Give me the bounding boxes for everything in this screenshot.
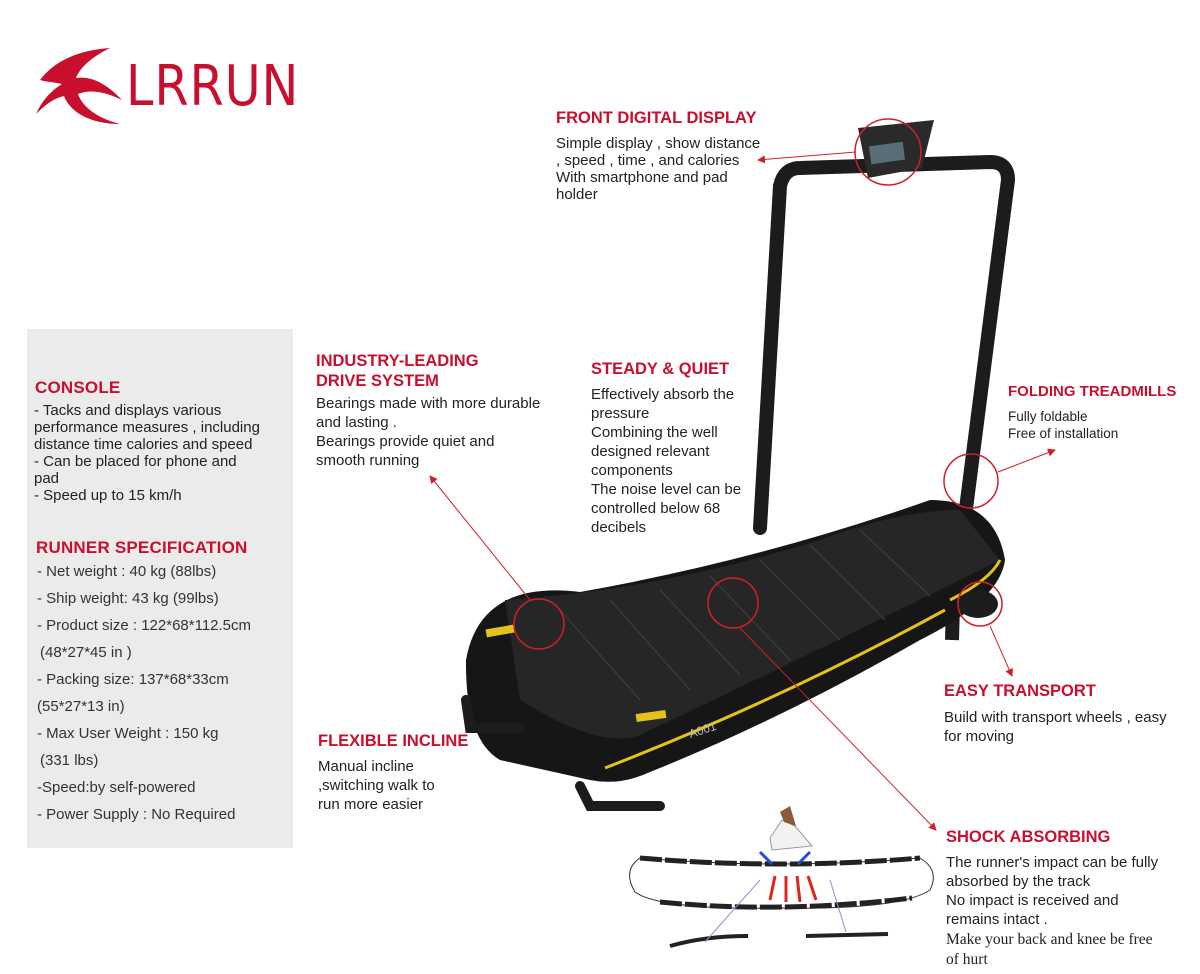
heading-line: INDUSTRY-LEADING [316, 352, 479, 370]
shock-absorbing-heading: SHOCK ABSORBING [946, 828, 1111, 846]
console-line: - Speed up to 15 km/h [34, 487, 182, 504]
feature-line: absorbed by the track [946, 873, 1091, 890]
feature-line: Fully foldable [1008, 409, 1088, 424]
front-display-feature: FRONT DIGITAL DISPLAY Simple display , s… [556, 108, 760, 203]
feature-line: smooth running [316, 452, 420, 469]
shock-track-diagram [629, 806, 934, 948]
callout-circle-folding [943, 453, 999, 509]
feature-line: Build with transport wheels , easy [944, 709, 1167, 726]
steady-quiet-description: Effectively absorb the pressure Combinin… [591, 385, 741, 537]
feature-line: Manual incline [318, 758, 414, 775]
feature-line: , speed , time , and calories [556, 152, 740, 169]
shock-absorbing-note: Make your back and knee be free of hurt [946, 930, 1158, 970]
feature-line: Make your back and knee be free [946, 931, 1153, 948]
feature-line: and lasting . [316, 414, 397, 431]
spec-line: - Power Supply : No Required [37, 806, 236, 823]
arrow-folding [997, 448, 1056, 473]
console-description: - Tacks and displays various performance… [34, 402, 296, 504]
feature-line: The noise level can be [591, 481, 742, 498]
shock-absorbing-description: The runner's impact can be fully absorbe… [946, 853, 1158, 929]
front-display-description: Simple display , show distance , speed ,… [556, 135, 760, 203]
steady-quiet-feature: STEADY & QUIET Effectively absorb the pr… [591, 359, 741, 537]
easy-transport-heading: EASY TRANSPORT [944, 682, 1096, 700]
callout-arrows [429, 151, 1056, 831]
console-heading: CONSOLE [35, 378, 121, 397]
feature-line: ,switching walk to [318, 777, 435, 794]
feature-line: run more easier [318, 796, 424, 813]
feature-line: of hurt [946, 951, 988, 968]
shock-absorbing-feature: SHOCK ABSORBING The runner's impact can … [946, 827, 1158, 970]
steady-quiet-heading: STEADY & QUIET [591, 360, 730, 378]
feature-line: decibels [591, 519, 647, 536]
feature-line: for moving [944, 728, 1015, 745]
spec-line: (48*27*45 in ) [40, 644, 132, 661]
brand-logo: LRRUN [30, 40, 330, 130]
front-display-heading: FRONT DIGITAL DISPLAY [556, 109, 757, 127]
feature-line: remains intact . [946, 911, 1048, 928]
feature-line: designed relevant [591, 443, 710, 460]
callout-circle-transport [957, 581, 1003, 627]
feature-line: Simple display , show distance [556, 135, 761, 152]
feature-line: Bearings provide quiet and [316, 433, 495, 450]
flexible-incline-feature: FLEXIBLE INCLINE Manual incline ,switchi… [318, 731, 468, 814]
callout-circle-drive [513, 598, 565, 650]
folding-feature: FOLDING TREADMILLS Fully foldable Free o… [1008, 382, 1176, 442]
console-line: - Tacks and displays various [34, 402, 222, 419]
runner-logo-icon [36, 48, 122, 124]
display-console [858, 120, 934, 178]
spec-line: -Speed:by self-powered [37, 779, 196, 796]
folding-description: Fully foldable Free of installation [1008, 408, 1176, 442]
drive-system-heading: INDUSTRY-LEADING DRIVE SYSTEM [316, 351, 540, 391]
console-line: - Can be placed for phone and [34, 453, 237, 470]
treadmill-deck: A001 [461, 500, 1005, 811]
feature-line: With smartphone and pad [556, 169, 728, 186]
brand-name: LRRUN [126, 54, 300, 119]
feature-line: No impact is received and [946, 892, 1119, 909]
shoe-icon [769, 819, 813, 851]
callout-circle-shock [707, 577, 759, 629]
spec-line: (331 lbs) [40, 752, 99, 769]
console-line: pad [34, 470, 60, 487]
feature-line: Effectively absorb the [591, 386, 735, 403]
spec-line: - Max User Weight : 150 kg [37, 725, 219, 742]
feature-line: pressure [591, 405, 650, 422]
runner-spec-heading: RUNNER SPECIFICATION [36, 538, 248, 557]
arrow-drive [429, 475, 531, 601]
spec-line: (55*27*13 in) [37, 698, 125, 715]
spec-line: - Packing size: 137*68*33cm [37, 671, 229, 688]
spec-line: - Ship weight: 43 kg (99lbs) [37, 590, 219, 607]
arrow-shock [739, 627, 937, 831]
console-line: distance time calories and speed [34, 436, 253, 453]
feature-line: Bearings made with more durable [316, 395, 541, 412]
feature-line: controlled below 68 [591, 500, 721, 517]
easy-transport-description: Build with transport wheels , easy for m… [944, 708, 1167, 746]
feature-line: The runner's impact can be fully [946, 854, 1159, 871]
arrow-transport [989, 625, 1013, 677]
feature-line: Free of installation [1008, 426, 1119, 441]
heading-line: DRIVE SYSTEM [316, 372, 439, 390]
folding-heading: FOLDING TREADMILLS [1008, 383, 1177, 400]
arrow-display [757, 151, 857, 164]
drive-system-description: Bearings made with more durable and last… [316, 394, 540, 470]
flexible-incline-description: Manual incline ,switching walk to run mo… [318, 757, 468, 814]
feature-line: Combining the well [591, 424, 718, 441]
spec-panel: CONSOLE - Tacks and displays various per… [27, 329, 293, 848]
feature-line: components [591, 462, 673, 479]
console-line: performance measures , including [34, 419, 260, 436]
spec-line: - Product size : 122*68*112.5cm [37, 617, 252, 634]
spec-line: - Net weight : 40 kg (88lbs) [37, 563, 217, 580]
leg-icon [780, 806, 796, 826]
drive-system-feature: INDUSTRY-LEADING DRIVE SYSTEM Bearings m… [316, 351, 540, 470]
flexible-incline-heading: FLEXIBLE INCLINE [318, 732, 469, 750]
feature-line: holder [556, 186, 598, 203]
easy-transport-feature: EASY TRANSPORT Build with transport whee… [944, 681, 1167, 746]
